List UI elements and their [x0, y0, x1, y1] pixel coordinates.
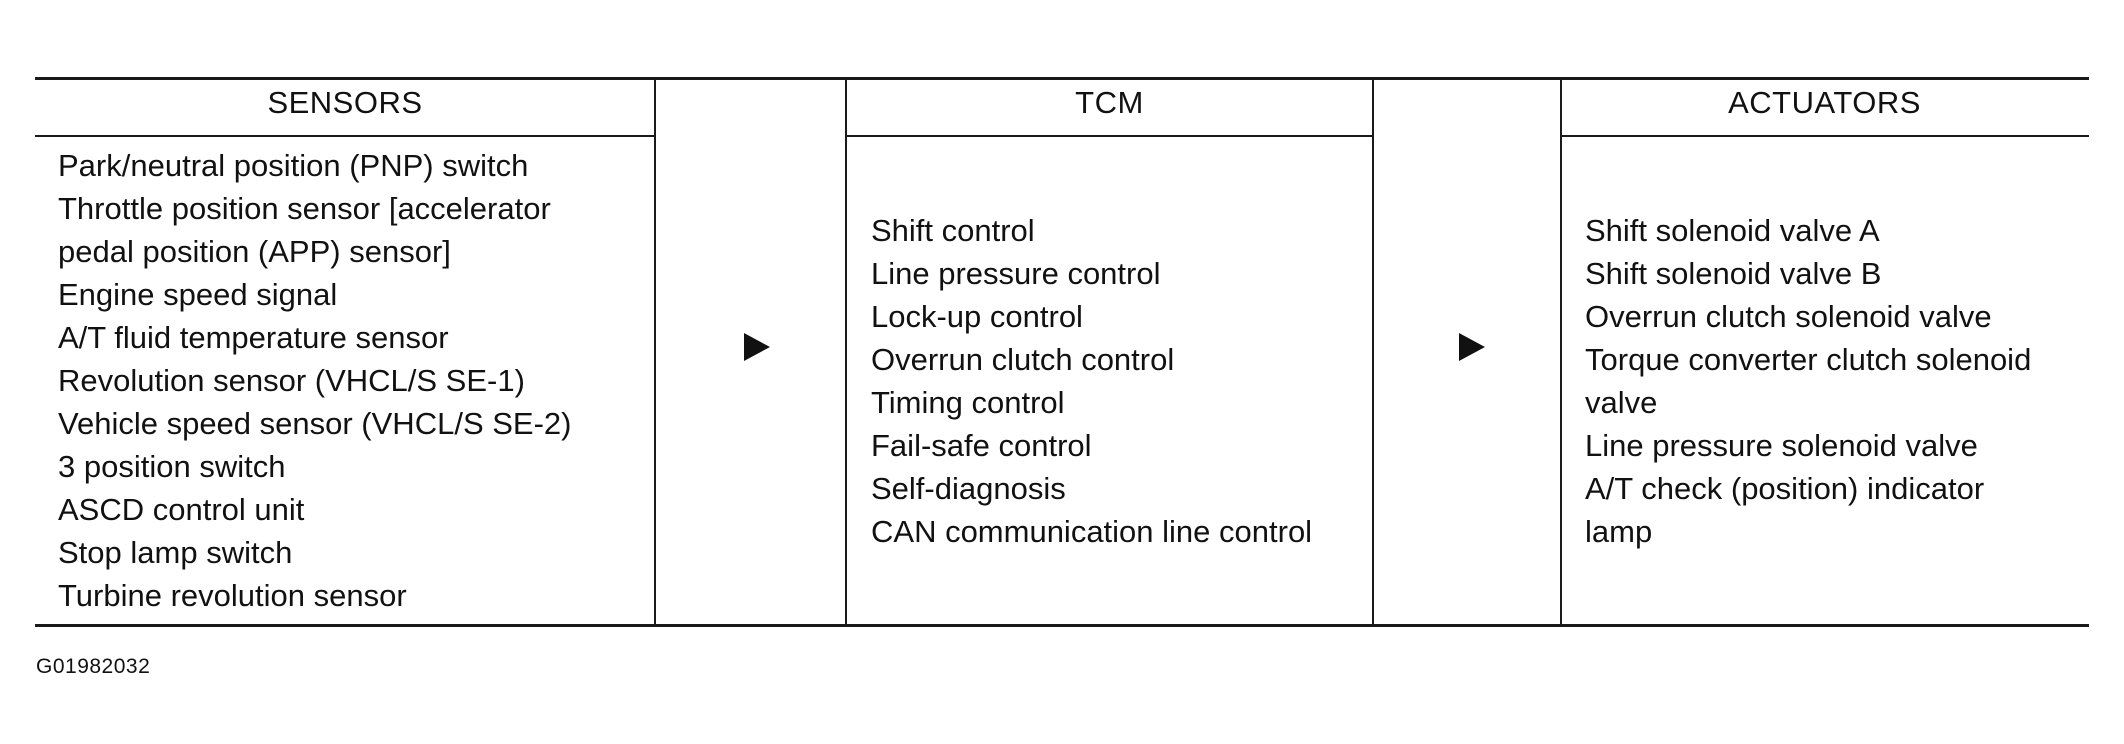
list-item: Self-diagnosis	[871, 471, 1066, 506]
list-item: Park/neutral position (PNP) switch	[58, 148, 529, 183]
list-item: lamp	[1585, 514, 1653, 549]
list-item: Throttle position sensor [accelerator	[58, 191, 551, 226]
divider-arrow-actuators	[1560, 77, 1562, 626]
divider-arrow-tcm	[845, 77, 847, 626]
figure-code: G01982032	[36, 655, 151, 678]
actuators-header: ACTUATORS	[1728, 85, 1921, 120]
flow-arrow-icon	[1459, 333, 1485, 361]
list-item: ASCD control unit	[58, 492, 305, 527]
list-item: Engine speed signal	[58, 277, 338, 312]
list-item: Timing control	[871, 385, 1065, 420]
bottom-border	[35, 624, 2089, 627]
list-item: A/T fluid temperature sensor	[58, 320, 449, 355]
divider-sensors-arrow	[654, 77, 656, 626]
flow-arrow-icon	[744, 333, 770, 361]
sensors-list: Park/neutral position (PNP) switch Throt…	[58, 144, 571, 617]
list-item: Line pressure solenoid valve	[1585, 428, 1978, 463]
list-item: Stop lamp switch	[58, 535, 293, 570]
list-item: Shift solenoid valve A	[1585, 213, 1880, 248]
tcm-header-underline	[845, 135, 1374, 137]
divider-tcm-arrow	[1372, 77, 1374, 626]
list-item: Revolution sensor (VHCL/S SE-1)	[58, 363, 525, 398]
list-item: Lock-up control	[871, 299, 1083, 334]
tcm-header: TCM	[1075, 85, 1144, 120]
list-item: 3 position switch	[58, 449, 286, 484]
list-item: Vehicle speed sensor (VHCL/S SE-2)	[58, 406, 572, 441]
list-item: Shift control	[871, 213, 1035, 248]
tcm-list: Shift control Line pressure control Lock…	[871, 209, 1312, 553]
top-border	[35, 77, 2089, 80]
sensors-header-underline	[35, 135, 655, 137]
list-item: Turbine revolution sensor	[58, 578, 407, 613]
list-item: valve	[1585, 385, 1658, 420]
list-item: A/T check (position) indicator	[1585, 471, 1985, 506]
list-item: Fail-safe control	[871, 428, 1092, 463]
sensors-header: SENSORS	[267, 85, 423, 120]
list-item: Line pressure control	[871, 256, 1161, 291]
list-item: Overrun clutch solenoid valve	[1585, 299, 1992, 334]
list-item: Torque converter clutch solenoid	[1585, 342, 2032, 377]
actuators-header-underline	[1560, 135, 2089, 137]
list-item: pedal position (APP) sensor]	[58, 234, 451, 269]
list-item: CAN communication line control	[871, 514, 1313, 549]
actuators-list: Shift solenoid valve A Shift solenoid va…	[1585, 209, 2031, 553]
list-item: Shift solenoid valve B	[1585, 256, 1882, 291]
list-item: Overrun clutch control	[871, 342, 1175, 377]
